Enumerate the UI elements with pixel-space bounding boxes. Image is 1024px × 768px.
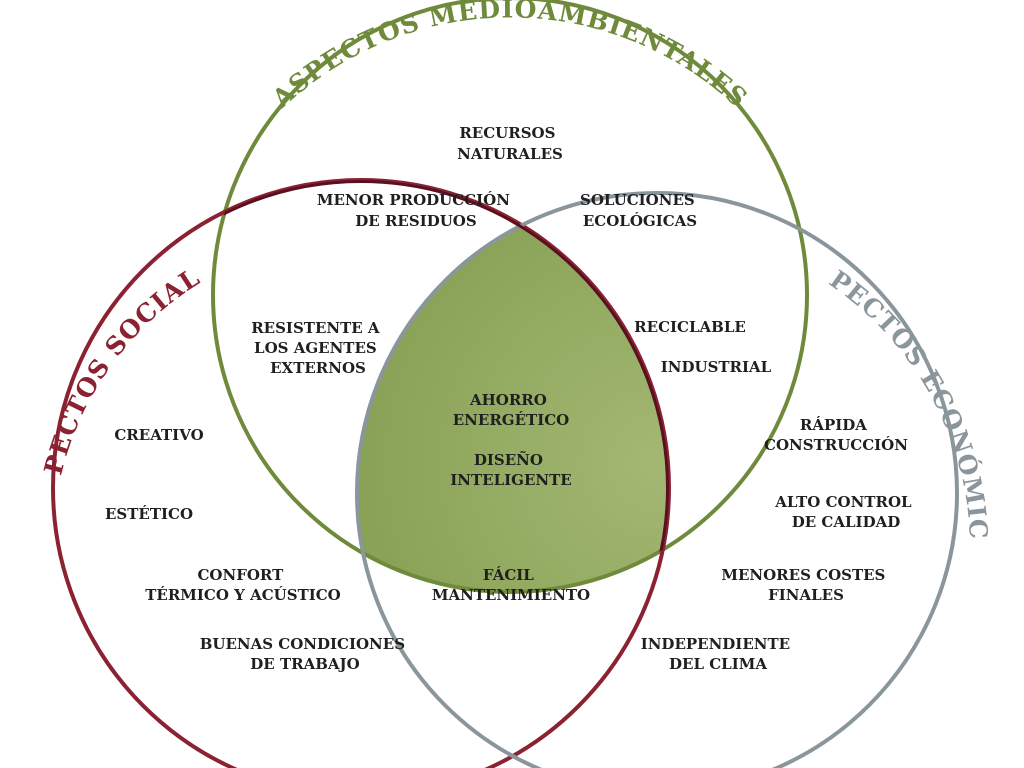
- label-line: ECOLÓGICAS: [583, 212, 697, 230]
- label-industrial: INDUSTRIAL: [661, 358, 772, 376]
- label-line: DE CALIDAD: [792, 513, 900, 531]
- label-line: AHORRO: [469, 391, 547, 409]
- label-line: ENERGÉTICO: [453, 411, 569, 429]
- social-title-text: ASPECTOS SOCIALES: [0, 0, 204, 478]
- label-line: RESISTENTE A: [251, 319, 380, 337]
- environmental-title: ASPECTOS MEDIOAMBIENTALES: [266, 0, 753, 114]
- label-line: NATURALES: [457, 145, 563, 163]
- label-line: DISEÑO: [474, 450, 543, 469]
- label-line: MENORES COSTES: [721, 566, 885, 584]
- label-line: DE RESIDUOS: [355, 212, 476, 230]
- label-line: CONFORT: [197, 566, 284, 584]
- social-title: ASPECTOS SOCIALES: [0, 0, 205, 478]
- label-line: FÁCIL: [483, 566, 534, 584]
- label-line: INTELIGENTE: [450, 471, 571, 489]
- label-alto-control-calidad: ALTO CONTROL DE CALIDAD: [774, 493, 917, 531]
- label-line: LOS AGENTES: [254, 339, 377, 357]
- label-line: FINALES: [768, 586, 844, 604]
- label-line: DEL CLIMA: [669, 655, 767, 673]
- label-line: RECURSOS: [459, 124, 555, 142]
- label-line: DE TRABAJO: [250, 655, 359, 673]
- label-line: RÁPIDA: [800, 416, 867, 434]
- label-menor-produccion-residuos: MENOR PRODUCCIÓN DE RESIDUOS: [317, 191, 515, 230]
- label-line: INDUSTRIAL: [661, 358, 772, 376]
- label-line: INDEPENDIENTE: [641, 635, 790, 653]
- label-soluciones-ecologicas: SOLUCIONES ECOLÓGICAS: [580, 191, 700, 230]
- label-diseno-inteligente: DISEÑO INTELIGENTE: [450, 450, 571, 489]
- label-confort-termico-acustico: CONFORT TÉRMICO Y ACÚSTICO: [145, 566, 341, 604]
- center-region-fill: [357, 193, 669, 592]
- label-line: CREATIVO: [114, 426, 203, 444]
- label-line: CONSTRUCCIÓN: [764, 436, 908, 454]
- label-line: ESTÉTICO: [105, 505, 193, 523]
- economic-circle: [355, 191, 959, 768]
- label-line: MENOR PRODUCCIÓN: [317, 191, 510, 209]
- label-line: RECICLABLE: [634, 318, 746, 336]
- center-intersection: [357, 193, 669, 592]
- label-reciclable: RECICLABLE: [634, 318, 746, 336]
- environmental-circle: [211, 0, 809, 594]
- label-line: ALTO CONTROL: [774, 493, 912, 511]
- environmental-title-text: ASPECTOS MEDIOAMBIENTALES: [266, 0, 752, 114]
- label-line: TÉRMICO Y ACÚSTICO: [145, 586, 341, 604]
- label-menores-costes-finales: MENORES COSTES FINALES: [721, 566, 890, 604]
- label-line: SOLUCIONES: [580, 191, 695, 209]
- label-line: BUENAS CONDICIONES: [200, 635, 405, 653]
- label-buenas-condiciones-trabajo: BUENAS CONDICIONES DE TRABAJO: [200, 635, 411, 673]
- label-independiente-clima: INDEPENDIENTE DEL CLIMA: [641, 635, 796, 673]
- label-line: EXTERNOS: [270, 359, 366, 377]
- label-facil-mantenimiento: FÁCIL MANTENIMIENTO: [432, 566, 590, 604]
- label-rapida-construccion: RÁPIDA CONSTRUCCIÓN: [764, 416, 908, 454]
- label-estetico: ESTÉTICO: [105, 505, 193, 523]
- label-recursos-naturales: RECURSOS NATURALES: [457, 124, 563, 163]
- label-line: MANTENIMIENTO: [432, 586, 590, 604]
- label-creativo: CREATIVO: [114, 426, 203, 444]
- label-resistente-agentes-externos: RESISTENTE A LOS AGENTES EXTERNOS: [251, 319, 385, 377]
- label-ahorro-energetico: AHORRO ENERGÉTICO: [453, 391, 569, 429]
